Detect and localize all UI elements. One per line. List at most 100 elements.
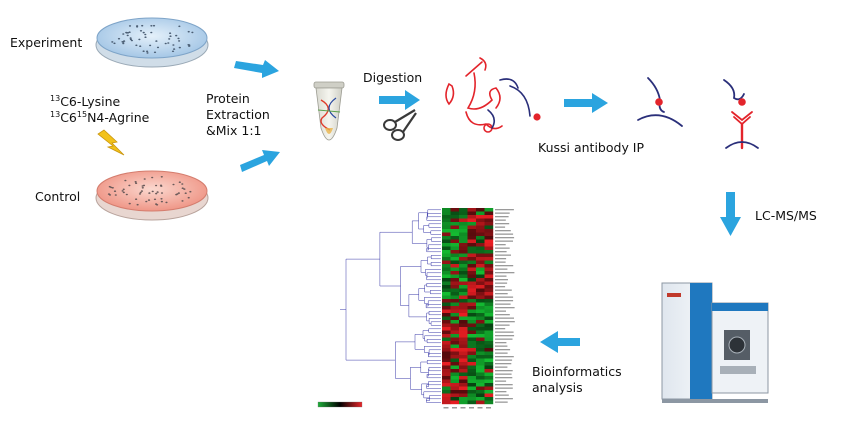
heatmap-row-label-mark [495,363,512,365]
heatmap-cell [467,327,477,331]
heatmap-cell [442,365,451,370]
heatmap-cell [476,243,485,247]
heatmap-cell [459,386,468,391]
heatmap-cell [467,246,477,251]
colony-dot [181,187,184,189]
heatmap-cell [450,400,460,405]
heatmap-cell [476,365,485,370]
colony-dot [160,198,163,200]
heatmap-cell [442,344,451,349]
heatmap-cell [476,330,485,335]
heatmap-cell [450,218,460,223]
colony-dot [129,37,132,39]
colony-dot [178,46,181,49]
heatmap-cell [459,278,468,282]
heatmap-cell [476,274,485,279]
heatmap-cell [442,260,451,265]
heatmap-cell [484,355,494,359]
heatmap-cell [467,316,477,321]
heatmap-cell [450,257,460,261]
heatmap-cell [484,397,494,401]
heatmap-row-label-mark [495,310,506,312]
heatmap-cell [442,379,451,384]
heatmap-cell [442,351,451,356]
colony-dot [187,196,190,199]
heatmap-row-label-mark [495,321,515,323]
heatmap-cell [467,208,477,212]
colony-dot [124,179,127,182]
heatmap-row-label-mark [495,237,515,239]
heatmap-cell [476,225,485,230]
heatmap-cell [450,393,460,398]
heatmap-cell [467,323,477,328]
heatmap-row-label-mark [495,272,515,274]
colony-dot [151,176,154,179]
heatmap-cell [442,330,451,335]
heatmap-cell [459,369,468,373]
heatmap-cell [476,208,485,212]
colony-dot [176,193,179,195]
heatmap-cell [467,330,477,335]
heatmap-cell [450,320,460,324]
heatmap-cell [450,330,460,335]
heatmap-cell [442,376,451,380]
protein-extraction-line3: &Mix 1:1 [206,123,262,138]
heatmap-cell [450,355,460,359]
heatmap-cell [450,281,460,286]
heatmap-cell [467,211,477,216]
heatmap-cell [459,323,468,328]
heatmap-cell [450,341,460,345]
heatmap-row-label-mark [495,342,507,344]
colony-dot [138,193,142,195]
heatmap-cell [450,239,460,244]
heatmap-cell [476,239,485,244]
heatmap-row-label-mark [495,275,507,277]
heatmap-cell [476,386,485,391]
heatmap-cell [467,348,477,352]
heatmap-cell [459,288,468,293]
heatmap-cell [484,211,494,216]
colony-dot [129,38,132,41]
heatmap-cell [459,246,468,251]
heatmap-cell [484,362,494,366]
colony-dot [108,185,111,188]
heatmap-cell [484,225,494,230]
heatmap-cell [476,316,485,321]
heatmap-cell [484,302,494,307]
heatmap-row-label-mark [495,380,507,382]
heatmap-cell [467,232,477,237]
colony-dot [149,44,152,47]
heatmap-cell [476,348,485,352]
antibody-icon [723,79,759,150]
heatmap-row-label-mark [495,268,508,270]
lightning-icon [97,129,125,156]
heatmap-cell [442,295,451,300]
heatmap-cell [442,355,451,359]
heatmap-cell [442,358,451,363]
colony-dot [113,190,117,192]
heatmap-col-label-mark [452,407,457,409]
colony-dot [121,190,124,192]
heatmap-cell [484,253,494,258]
heatmap-cell [484,278,494,282]
heatmap-cell [484,208,494,212]
heatmap-cell [467,281,477,286]
heatmap-cell [467,250,477,254]
colony-dot [172,183,175,186]
heatmap-cell [450,278,460,282]
heatmap-cell [459,281,468,286]
heatmap-cell [450,369,460,373]
heatmap-legend-bar [317,401,363,408]
experiment-petri-dish-icon [95,17,209,68]
heatmap-cell [476,372,485,377]
bioinformatics-line2: analysis [532,380,583,395]
heatmap-cell [476,309,485,314]
heatmap-cell [442,323,451,328]
heatmap-cell [442,320,451,324]
heatmap-cell [450,246,460,251]
heatmap-cell [484,257,494,261]
heatmap-cell [459,274,468,279]
heatmap-cell [442,222,451,226]
heatmap-cell [442,362,451,366]
